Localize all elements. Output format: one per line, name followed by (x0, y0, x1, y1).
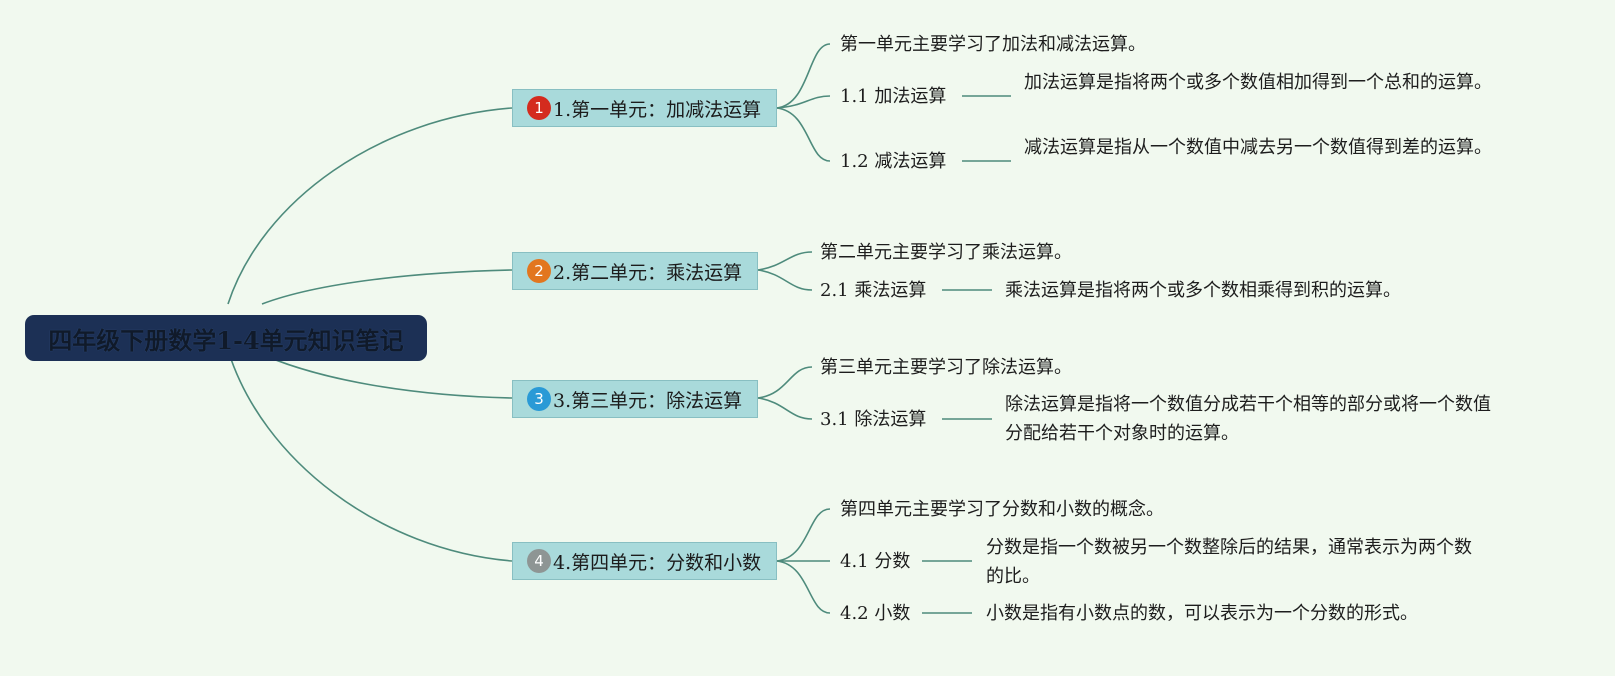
unit-3-topic[interactable]: 3 3.第三单元：除法运算 (512, 380, 758, 418)
unit-1-to-summary (776, 43, 831, 109)
root-topic[interactable]: 四年级下册数学1-4单元知识笔记 (25, 315, 427, 361)
root-to-unit-2 (261, 269, 513, 305)
unit-4-to-topic-2 (776, 560, 831, 614)
unit-1-topic-1-desc[interactable]: 加法运算是指将两个或多个数值相加得到一个总和的运算。 (1024, 72, 1492, 93)
unit-1-topic-2-label[interactable]: 1.2 减法运算 (840, 151, 947, 172)
unit-4-topic[interactable]: 4 4.第四单元：分数和小数 (512, 542, 777, 580)
unit-2-to-summary (757, 251, 813, 271)
unit-4-title: 4.第四单元：分数和小数 (553, 551, 762, 574)
unit-2-to-topic-1 (757, 269, 813, 291)
unit-3-topic-1-label[interactable]: 3.1 除法运算 (820, 409, 927, 430)
root-topic-label: 四年级下册数学1-4单元知识笔记 (48, 325, 404, 355)
root-to-unit-4 (227, 349, 513, 562)
unit-4-topic-1-label[interactable]: 4.1 分数 (840, 551, 911, 572)
unit-1-topic[interactable]: 1 1.第一单元：加减法运算 (512, 89, 777, 127)
unit-3-summary[interactable]: 第三单元主要学习了除法运算。 (820, 357, 1072, 378)
unit-4-topic-2-label[interactable]: 4.2 小数 (840, 603, 911, 624)
unit-3-topic-1-desc[interactable]: 除法运算是指将一个数值分成若干个相等的部分或将一个数值分配给若干个对象时的运算。 (1005, 394, 1491, 444)
unit-1-to-topic-1 (776, 95, 831, 109)
root-to-unit-3 (251, 349, 513, 399)
unit-3-to-summary (757, 366, 813, 399)
badge-2-icon: 2 (527, 259, 551, 283)
unit-1-summary[interactable]: 第一单元主要学习了加法和减法运算。 (840, 34, 1146, 55)
unit-2-summary[interactable]: 第二单元主要学习了乘法运算。 (820, 242, 1072, 263)
unit-2-topic-1-desc[interactable]: 乘法运算是指将两个或多个数相乘得到积的运算。 (1005, 280, 1401, 301)
root-to-unit-1 (227, 107, 513, 305)
unit-4-topic-2-desc[interactable]: 小数是指有小数点的数，可以表示为一个分数的形式。 (986, 603, 1418, 624)
badge-3-icon: 3 (527, 387, 551, 411)
unit-4-to-summary (776, 508, 831, 562)
badge-1-icon: 1 (527, 96, 551, 120)
unit-2-topic-1-label[interactable]: 2.1 乘法运算 (820, 280, 927, 301)
unit-2-title: 2.第二单元：乘法运算 (553, 261, 743, 284)
unit-1-title: 1.第一单元：加减法运算 (553, 98, 762, 121)
unit-4-summary[interactable]: 第四单元主要学习了分数和小数的概念。 (840, 499, 1164, 520)
unit-4-topic-1-desc[interactable]: 分数是指一个数被另一个数整除后的结果，通常表示为两个数的比。 (986, 537, 1472, 587)
unit-2-topic[interactable]: 2 2.第二单元：乘法运算 (512, 252, 758, 290)
unit-3-to-topic-1 (757, 397, 813, 420)
unit-1-to-topic-2 (776, 107, 831, 162)
unit-3-title: 3.第三单元：除法运算 (553, 389, 743, 412)
badge-4-icon: 4 (527, 549, 551, 573)
unit-1-topic-1-label[interactable]: 1.1 加法运算 (840, 86, 947, 107)
unit-1-topic-2-desc[interactable]: 减法运算是指从一个数值中减去另一个数值得到差的运算。 (1024, 137, 1492, 158)
